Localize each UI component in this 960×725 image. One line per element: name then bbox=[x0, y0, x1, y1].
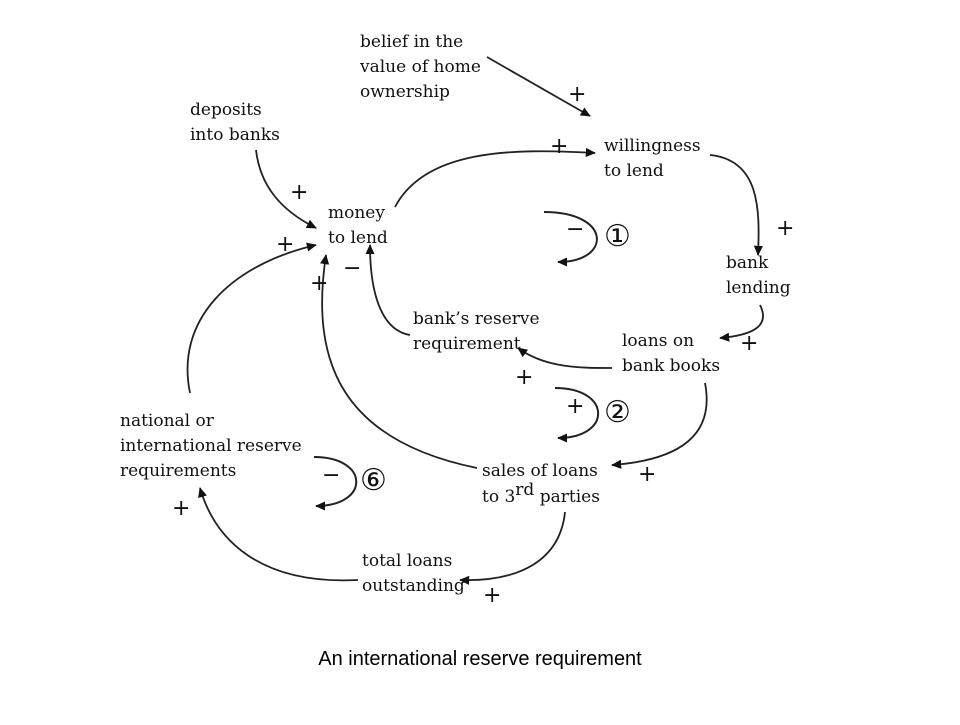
node-national-or-international-reserve-requirements: national or international reserve requir… bbox=[120, 411, 302, 481]
link-national-to-money bbox=[186, 242, 317, 394]
node-money-to-lend: money to lend bbox=[328, 203, 388, 248]
sign-lending-books: + bbox=[740, 331, 758, 356]
svg-text:outstanding: outstanding bbox=[362, 576, 465, 596]
loop-1-number: ① bbox=[604, 219, 631, 254]
node-bank-lending: bank lending bbox=[726, 253, 791, 298]
svg-text:to 3rd parties: to 3rd parties bbox=[482, 480, 600, 507]
link-books-to-sales bbox=[611, 382, 708, 469]
node-total-loans-outstanding: total loans outstanding bbox=[362, 551, 465, 596]
svg-text:lending: lending bbox=[726, 278, 791, 298]
link-willingness-to-lending bbox=[709, 154, 763, 256]
link-sales-to-money bbox=[320, 254, 478, 469]
svg-text:national or: national or bbox=[120, 411, 215, 431]
svg-text:into banks: into banks bbox=[190, 125, 280, 145]
node-belief-in-home-ownership: belief in the value of home ownership bbox=[359, 32, 481, 102]
link-sales-to-total bbox=[459, 511, 566, 585]
link-lending-to-books bbox=[719, 304, 764, 342]
svg-text:total loans: total loans bbox=[362, 551, 452, 571]
svg-text:ownership: ownership bbox=[360, 82, 450, 102]
loop-6-arrow bbox=[313, 456, 358, 511]
loop-6-polarity: − bbox=[322, 463, 340, 488]
node-deposits-into-banks: deposits into banks bbox=[190, 100, 280, 145]
sign-national-money: + bbox=[276, 232, 294, 257]
sign-belief-willingness: + bbox=[568, 82, 586, 107]
diagram-caption: An international reserve requirement bbox=[318, 648, 642, 670]
svg-text:international reserve: international reserve bbox=[120, 436, 302, 456]
svg-text:requirement: requirement bbox=[413, 334, 521, 354]
sign-reserve-money: − bbox=[343, 256, 361, 281]
svg-text:bank: bank bbox=[726, 253, 769, 273]
node-banks-reserve-requirement: bank’s reserve requirement bbox=[413, 309, 540, 354]
sign-books-sales: + bbox=[638, 462, 656, 487]
svg-text:money: money bbox=[328, 203, 385, 223]
sign-willingness-lending: + bbox=[776, 216, 794, 241]
svg-text:sales of loans: sales of loans bbox=[482, 461, 598, 481]
loop-6-number: ⑥ bbox=[360, 463, 387, 498]
svg-text:willingness: willingness bbox=[604, 136, 701, 156]
sign-books-reserve: + bbox=[515, 365, 533, 390]
link-deposits-to-money bbox=[255, 149, 317, 229]
loop-2-polarity: + bbox=[566, 394, 584, 419]
svg-text:to lend: to lend bbox=[604, 161, 664, 181]
svg-text:deposits: deposits bbox=[190, 100, 262, 120]
link-total-to-national bbox=[198, 487, 359, 582]
svg-text:belief in the: belief in the bbox=[360, 32, 463, 52]
svg-text:requirements: requirements bbox=[120, 461, 236, 481]
svg-text:bank books: bank books bbox=[622, 356, 720, 376]
sign-sales-money: + bbox=[310, 271, 328, 296]
sign-money-willingness: + bbox=[550, 134, 568, 159]
sign-total-national: + bbox=[172, 496, 190, 521]
link-reserve-to-money bbox=[365, 244, 411, 336]
link-books-to-reserve bbox=[517, 347, 613, 369]
loop-2-number: ② bbox=[604, 395, 631, 430]
node-willingness-to-lend: willingness to lend bbox=[604, 136, 701, 181]
link-belief-to-willingness bbox=[486, 56, 591, 117]
loop-1-arrow bbox=[543, 211, 598, 267]
node-loans-on-bank-books: loans on bank books bbox=[622, 331, 720, 376]
svg-text:value of home: value of home bbox=[359, 57, 481, 77]
loop-1-polarity: − bbox=[566, 217, 584, 242]
svg-text:bank’s reserve: bank’s reserve bbox=[413, 309, 540, 329]
sign-deposits-money: + bbox=[290, 180, 308, 205]
svg-text:to lend: to lend bbox=[328, 228, 388, 248]
link-money-to-willingness bbox=[394, 147, 596, 208]
svg-text:loans on: loans on bbox=[622, 331, 694, 351]
node-sales-of-loans-to-3rd-parties: sales of loans to 3rd parties bbox=[482, 461, 600, 507]
sign-sales-total: + bbox=[483, 583, 501, 608]
loop-2-arrow bbox=[554, 387, 599, 443]
